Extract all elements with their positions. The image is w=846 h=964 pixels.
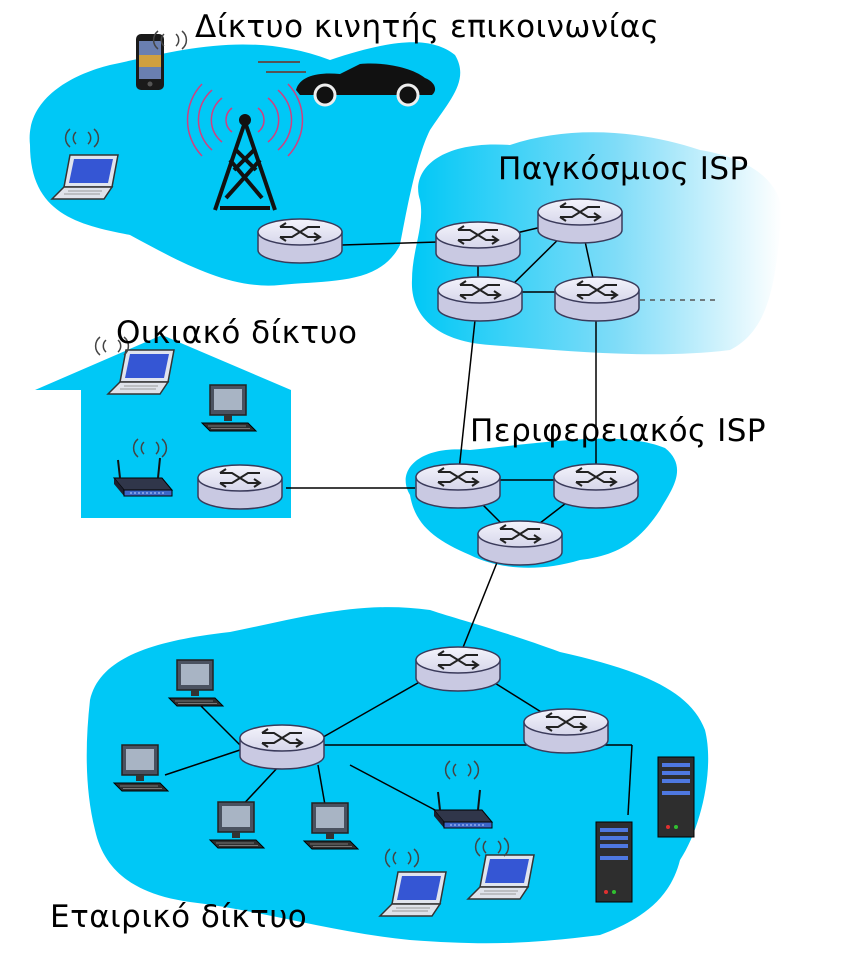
home-network-label: Οικιακό δίκτυο	[116, 315, 358, 351]
car-icon	[258, 61, 436, 107]
router-icon	[239, 724, 325, 770]
router-icon	[477, 520, 563, 566]
router-icon	[435, 221, 521, 267]
router-icon	[197, 464, 283, 510]
phone-icon	[136, 34, 164, 90]
router-icon	[553, 463, 639, 509]
cell-tower-icon	[213, 114, 277, 211]
router-icon	[523, 708, 609, 754]
enterprise-network-label: Εταιρικό δίκτυο	[50, 899, 308, 935]
enterprise-network-cloud	[86, 607, 709, 944]
global-isp-label: Παγκόσμιος ISP	[498, 151, 749, 187]
router-icon	[537, 198, 623, 244]
mobile-network-cloud	[29, 42, 461, 286]
mobile-network-label: Δίκτυο κινητής επικοινωνίας	[195, 9, 660, 45]
router-icon	[257, 218, 343, 264]
router-icon	[437, 276, 523, 322]
router-icon	[554, 276, 640, 322]
radio-waves-icon	[186, 83, 304, 157]
server-icon	[657, 756, 695, 838]
router-icon	[415, 463, 501, 509]
server-icon	[595, 821, 633, 903]
router-icon	[415, 646, 501, 692]
regional-isp-label: Περιφερειακός ISP	[470, 413, 767, 449]
